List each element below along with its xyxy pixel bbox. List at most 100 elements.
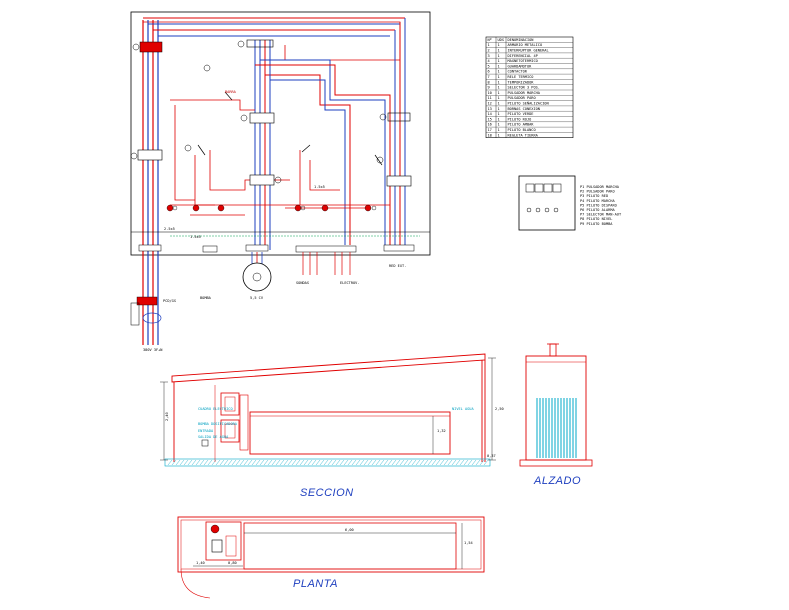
centre-breaker xyxy=(246,39,274,48)
elevation-body xyxy=(525,355,587,461)
legend-cell: DIFERENCIAL 4P xyxy=(508,54,538,58)
caption-alzado: ALZADO xyxy=(533,475,581,487)
legend-cell: 1 xyxy=(498,112,500,116)
label-mains: 380V 3F+N xyxy=(143,348,162,352)
legend-cell: 14 xyxy=(488,112,492,116)
elevation-view xyxy=(519,343,593,467)
electrical-schematic: BARRA 1.5x5 1.5x5 2.5x5 BOMBA 5,5 CV 380… xyxy=(130,11,431,352)
section-roof xyxy=(171,353,486,383)
plan-equipment xyxy=(205,521,242,561)
main-breaker xyxy=(139,41,163,53)
contactors xyxy=(137,112,412,187)
top-feed xyxy=(143,17,405,37)
label-cont1: 1.5x5 xyxy=(190,235,201,239)
panel-legend-item: P6 PILOTO ALARMA xyxy=(580,208,615,212)
main-bus xyxy=(142,20,159,345)
panel-legend-item: P9 PILOTO BOMBA xyxy=(580,222,613,226)
legend-header-cell: Nº xyxy=(488,38,492,42)
elevation-base xyxy=(519,459,593,467)
elevation-chimney xyxy=(549,343,557,357)
panel-legend-item: P2 PULSADOR PARO xyxy=(580,190,615,194)
caption-planta: PLANTA xyxy=(293,578,338,590)
legend-cell: 1 xyxy=(488,43,490,47)
callout-6 xyxy=(274,176,282,184)
panel-legend-item: P5 PILOTO DISPARO xyxy=(580,203,617,207)
plan-view: 6,00 1,54 1,40 0,80 xyxy=(177,516,485,599)
legend-cell: PULSADOR PARO xyxy=(508,96,536,100)
plan-dim-door: 0,80 xyxy=(228,561,237,565)
legend-cell: RELE TERMICO xyxy=(508,75,534,79)
legend-frame xyxy=(485,36,574,138)
callout-9 xyxy=(203,64,211,72)
legend-cell: PULSADOR MARCHA xyxy=(508,91,541,95)
legend-cell: 8 xyxy=(488,80,490,84)
label-probes: SONDAS xyxy=(296,281,309,285)
section-view: 2,40 2,50 1,32 0,37 CUADRO ELECTRICO BOM… xyxy=(160,353,504,467)
callout-7 xyxy=(376,156,384,164)
legend-cell: 4 xyxy=(488,59,490,63)
caption-seccion: SECCION xyxy=(300,487,354,499)
legend-header-cell: DENOMINACION xyxy=(508,38,534,42)
callout-8 xyxy=(184,144,192,152)
section-tank xyxy=(249,411,451,455)
legend-cell: 17 xyxy=(488,128,492,132)
legend-cell: INTERRUPTOR GENERAL xyxy=(508,49,549,53)
legend-cell: 1 xyxy=(498,80,500,84)
legend-cell: 16 xyxy=(488,123,492,127)
legend-cell: 1 xyxy=(498,107,500,111)
schematic-frame xyxy=(130,11,431,256)
label-valves: ELECTROV. xyxy=(340,281,359,285)
legend-cell: 9 xyxy=(488,86,490,90)
right-bus xyxy=(394,18,406,250)
legend-cell: 1 xyxy=(498,59,500,63)
dim-low: 0,37 xyxy=(487,454,496,458)
label-motor: 5,5 CV xyxy=(250,296,264,300)
legend-cell: 1 xyxy=(498,117,500,121)
legend-header-cell: UDS xyxy=(498,38,505,42)
legend-cell: 13 xyxy=(488,107,492,111)
legend-cell: 1 xyxy=(498,128,500,132)
mains-entry xyxy=(130,296,162,326)
legend-cell: 3 xyxy=(488,54,490,58)
right-breaker xyxy=(387,112,411,122)
legend-cell: PILOTO SEÑALIZACION xyxy=(508,101,549,106)
legend-cell: 1 xyxy=(498,49,500,53)
callout-3 xyxy=(379,113,387,121)
section-note-4: SALIDA DE AGUA xyxy=(198,435,229,439)
section-water-label: NIVEL AGUA xyxy=(452,407,474,411)
legend-cell: CONTACTOR xyxy=(508,70,528,74)
control-circuit xyxy=(170,99,390,216)
panel-legend-item: P4 PILOTO MARCHA xyxy=(580,199,615,203)
legend-cell: 18 xyxy=(488,133,492,137)
plan-door-swing xyxy=(180,568,211,599)
label-cont2: 1.5x5 xyxy=(314,185,325,189)
callout-1 xyxy=(132,43,140,51)
callout-5 xyxy=(240,114,248,122)
legend-cell: 1 xyxy=(498,64,500,68)
legend-cell: 5 xyxy=(488,64,490,68)
legend-cell: 1 xyxy=(498,86,500,90)
panel-buttons xyxy=(525,183,562,213)
section-note-3: ENTRADA xyxy=(198,429,214,433)
label-balance: BARRA xyxy=(225,90,237,94)
legend-cell: 1 xyxy=(498,70,500,74)
legend-cell: 11 xyxy=(488,96,492,100)
legend-cell: 6 xyxy=(488,70,490,74)
callout-2 xyxy=(237,40,245,48)
panel-legend-item: P3 PILOTO RED xyxy=(580,194,608,198)
legend-cell: 1 xyxy=(498,123,500,127)
label-pump: BOMBA xyxy=(200,296,212,300)
legend-cell: BORNAS CONEXION xyxy=(508,107,540,111)
section-note-2: BOMBA DOSIFICADORA xyxy=(198,422,238,426)
terminal-drop xyxy=(302,252,351,275)
pump-motor xyxy=(242,252,272,292)
terminal-blocks xyxy=(138,244,415,253)
dim-mid: 1,32 xyxy=(437,429,446,433)
equipment-panel xyxy=(239,394,249,451)
centre-bus xyxy=(254,40,391,250)
legend-cell: 15 xyxy=(488,117,492,121)
section-floor xyxy=(164,458,491,467)
